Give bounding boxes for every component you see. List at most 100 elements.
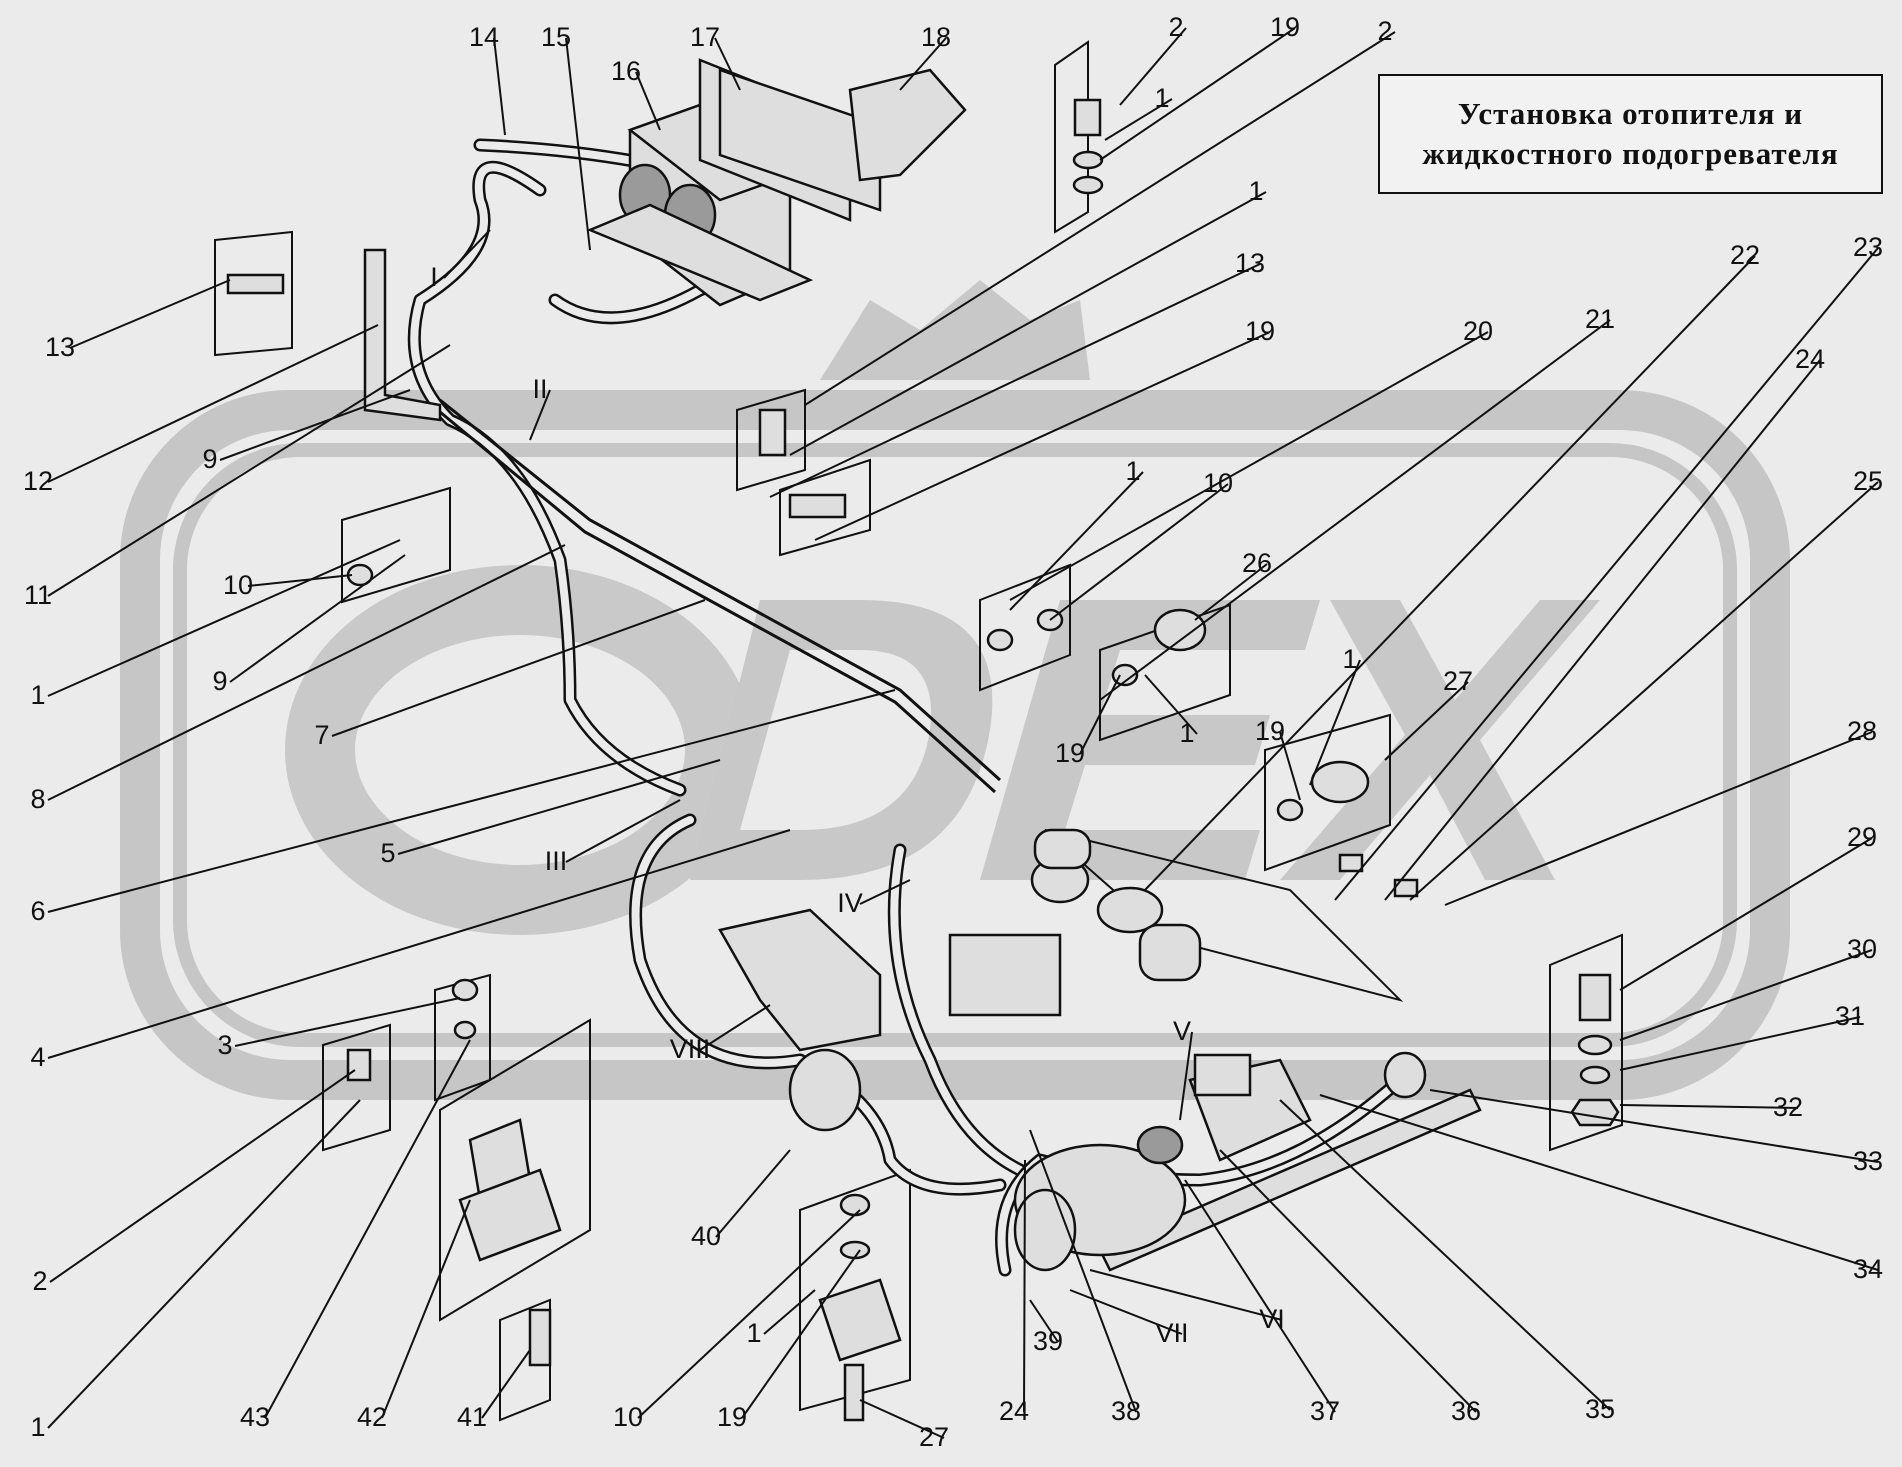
callout-1-top: 1 <box>1154 83 1169 113</box>
callout-19-right-leader <box>1279 731 1301 801</box>
fuel-pump-40 <box>788 1048 862 1132</box>
callout-14-leader <box>493 37 506 136</box>
watermark-letter-e <box>980 600 1320 880</box>
callout-38: 38 <box>1111 1396 1141 1426</box>
callout-2-top-a: 2 <box>1168 12 1183 42</box>
callout-1-mid-a: 1 <box>1248 176 1263 206</box>
bolt-27-bottom <box>843 1363 865 1422</box>
callout-22-leader <box>1144 255 1756 891</box>
callout-27-right-leader <box>1384 681 1469 761</box>
callout-35-leader <box>1279 1099 1611 1411</box>
bracket-42-bottom <box>458 1168 562 1262</box>
callout-III-leader <box>565 799 681 863</box>
callout-19-lower-leader <box>1079 674 1121 755</box>
callout-II: II <box>532 374 547 404</box>
title-line-1: Установка отопителя и <box>1457 96 1804 131</box>
callout-23-leader <box>1334 247 1879 901</box>
callout-21-leader <box>1099 319 1611 701</box>
callout-7: 7 <box>314 720 329 750</box>
callout-16: 16 <box>611 56 641 86</box>
frame-bolt-top-right <box>1054 40 1089 234</box>
callout-17-leader <box>714 37 741 91</box>
callout-13-right: 13 <box>1235 248 1265 278</box>
callout-IV-leader <box>859 879 911 905</box>
callout-40-leader <box>715 1149 791 1238</box>
callout-V-leader <box>1179 1031 1193 1121</box>
callout-VI: VI <box>1259 1304 1285 1334</box>
callout-10-left-leader <box>247 574 353 587</box>
callout-19-bottom-leader <box>741 1249 861 1419</box>
bolt-2-mid <box>758 408 787 457</box>
callout-8-leader <box>47 544 566 801</box>
liquid-heater-assembly <box>718 608 1427 1272</box>
callout-27-bottom-leader <box>859 1399 945 1439</box>
callout-41: 41 <box>457 1402 487 1432</box>
title-line-2: жидкостного подогревателя <box>1422 136 1839 171</box>
heater-unit <box>586 58 967 307</box>
callout-25: 25 <box>1853 466 1883 496</box>
callout-IV: IV <box>837 888 863 918</box>
callout-27-right: 27 <box>1443 666 1473 696</box>
callout-VI-leader <box>1089 1269 1283 1321</box>
bolt-29 <box>1578 973 1612 1022</box>
callout-24-right-leader <box>1384 359 1821 901</box>
callout-3-leader <box>234 997 461 1047</box>
frame-bolt-13-left <box>214 230 293 357</box>
fitting-26 <box>1153 608 1207 652</box>
liquid-heater-pump-V <box>1136 1125 1184 1165</box>
callout-33: 33 <box>1853 1146 1883 1176</box>
callout-11: 11 <box>24 580 52 610</box>
watermark-letter-x <box>1280 600 1600 880</box>
callout-6: 6 <box>30 896 45 926</box>
callout-15: 15 <box>541 22 571 52</box>
callout-12: 12 <box>23 466 53 496</box>
callout-25-leader <box>1409 481 1879 901</box>
callout-16-leader <box>635 71 661 131</box>
callout-VII: VII <box>1155 1318 1188 1348</box>
frame-bolt-1-mid <box>736 388 806 492</box>
frame-bolt-2-left <box>322 1023 391 1152</box>
frame-bracket-42 <box>439 1018 591 1322</box>
nut-3 <box>451 978 479 1002</box>
callout-leaders <box>47 27 1879 1439</box>
callout-10-mid: 10 <box>1203 468 1233 498</box>
callout-32: 32 <box>1773 1092 1803 1122</box>
callout-I-leader <box>443 229 491 279</box>
clamp-21 <box>1096 886 1164 934</box>
watermark-letter-d <box>690 600 993 880</box>
callout-37: 37 <box>1310 1396 1340 1426</box>
frame-washers-mid <box>979 563 1071 692</box>
callout-32-leader <box>1619 1104 1799 1109</box>
callout-19-lower: 19 <box>1055 738 1085 768</box>
bracket-bottom-plate <box>818 1278 902 1362</box>
bolt-13-left <box>226 273 285 295</box>
heater-cover-18 <box>848 68 967 182</box>
callout-9-upper-leader <box>219 389 411 461</box>
callout-35: 35 <box>1585 1394 1615 1424</box>
watermark-letter-o <box>285 565 755 935</box>
callout-4-leader <box>47 829 791 1059</box>
callout-15-leader <box>565 37 591 251</box>
callout-2-top-a-leader <box>1119 27 1187 106</box>
heater-base <box>586 203 814 302</box>
frame-bracket-bottom <box>799 1168 911 1412</box>
callout-2-left: 2 <box>32 1266 47 1296</box>
callout-2-left-leader <box>49 1069 356 1283</box>
callout-41-leader <box>481 1349 531 1419</box>
callout-7-leader <box>331 599 706 737</box>
washer-30 <box>1577 1034 1613 1056</box>
frame-rail-lower <box>1098 1088 1482 1272</box>
callout-9-lower-leader <box>229 554 406 683</box>
exhaust-shield-VIII <box>718 908 882 1052</box>
callout-42: 42 <box>357 1402 387 1432</box>
mounting-bracket-12 <box>363 248 442 422</box>
callout-10-mid-leader <box>1049 483 1229 621</box>
frame-bolt-41 <box>499 1298 551 1422</box>
callout-1-right-leader <box>1309 659 1361 786</box>
washer-19-mid <box>1111 663 1139 687</box>
callout-3: 3 <box>217 1030 232 1060</box>
callout-1-mid-b: 1 <box>1125 456 1140 486</box>
callout-II-leader <box>529 389 551 441</box>
callout-26: 26 <box>1242 548 1272 578</box>
